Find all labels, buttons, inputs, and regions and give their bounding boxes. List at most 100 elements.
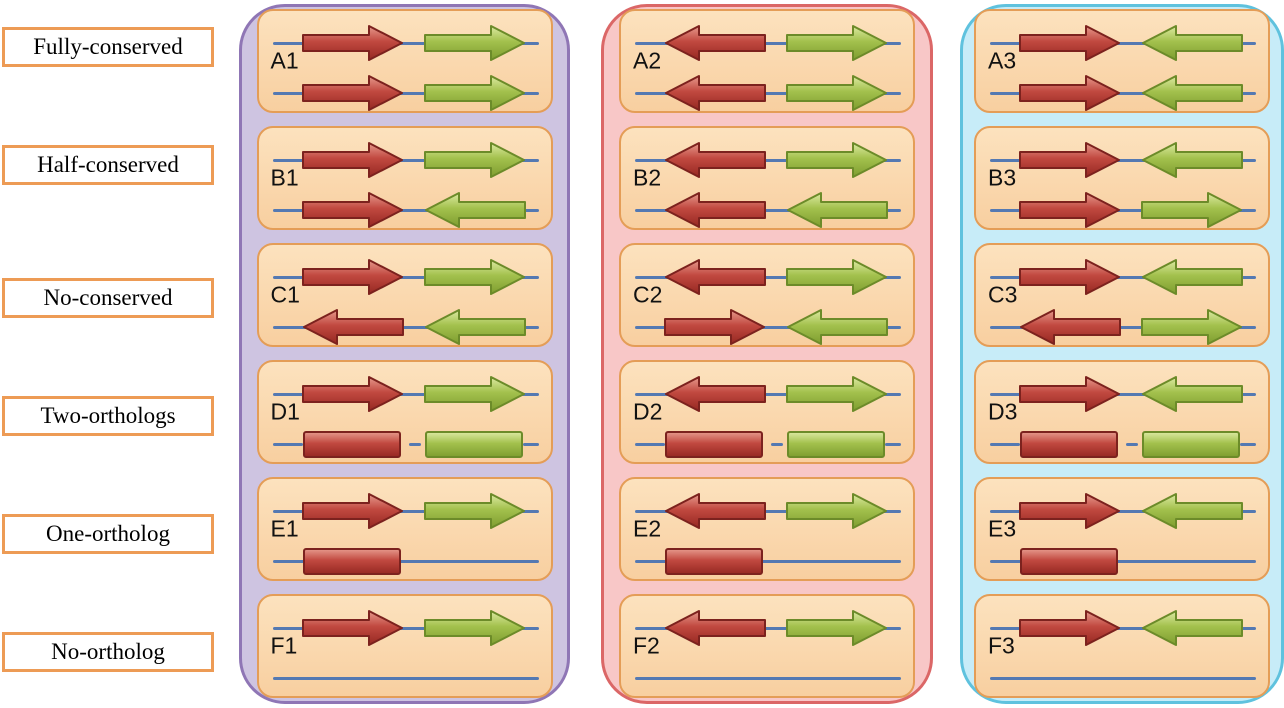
red-arrow-right-icon: [1019, 142, 1120, 178]
genome-row: [272, 190, 539, 230]
genome-row: [272, 608, 539, 648]
red-gene-box-icon: [302, 548, 401, 575]
gene-slot: [1140, 23, 1244, 63]
green-arrow-left-icon: [1142, 493, 1243, 529]
genome-row: [990, 190, 1256, 230]
gene-slot: [663, 608, 767, 648]
red-arrow-left-icon: [665, 493, 766, 529]
cell-B2: B2: [619, 126, 915, 230]
green-arrow-left-icon: [1142, 610, 1243, 646]
cell-A1: A1: [256, 9, 553, 113]
genome-line-segment: [1240, 443, 1256, 446]
cell-D1: D1: [256, 360, 553, 464]
red-gene-box-icon: [665, 548, 763, 575]
gene-slot: [1140, 374, 1244, 414]
genome-row: [635, 190, 901, 230]
green-gene-box-icon: [424, 431, 523, 458]
gene-slot: [1018, 140, 1122, 180]
cell-label: B1: [270, 164, 299, 191]
gene-slot: [1018, 257, 1122, 297]
genome-line-segment: [885, 443, 901, 446]
green-arrow-left-icon: [1142, 259, 1243, 295]
genome-line: [272, 326, 539, 329]
cell-label: D2: [633, 398, 663, 425]
red-arrow-right-icon: [301, 192, 403, 228]
cell-label: B3: [988, 164, 1017, 191]
red-arrow-left-icon: [665, 142, 766, 178]
genome-row: [990, 658, 1256, 698]
cell-F2: F2: [619, 594, 915, 698]
green-arrow-right-icon: [423, 376, 525, 412]
gene-slot: [1140, 73, 1244, 113]
gene-slot: [663, 190, 767, 230]
gene-slot: [1018, 73, 1122, 113]
genome-row: [990, 73, 1256, 113]
cell-label: A3: [988, 47, 1017, 74]
gene-slot: [1018, 424, 1122, 464]
red-arrow-right-icon: [1019, 259, 1120, 295]
red-arrow-right-icon: [1019, 610, 1120, 646]
green-arrow-right-icon: [786, 259, 887, 295]
gene-slot: [785, 608, 889, 648]
genome-row: [272, 658, 539, 698]
genome-line: [272, 209, 539, 212]
gene-slot: [663, 257, 767, 297]
gene-slot: [663, 491, 767, 531]
gene-slot: [301, 307, 405, 347]
row-label-no-conserved: No-conserved: [2, 278, 214, 318]
gene-slot: [785, 491, 889, 531]
gene-slot: [785, 257, 889, 297]
cell-C1: C1: [256, 243, 553, 347]
gene-slot: [423, 73, 527, 113]
red-arrow-left-icon: [665, 259, 766, 295]
cell-label: A2: [633, 47, 662, 74]
gene-slot: [785, 23, 889, 63]
green-arrow-left-icon: [1142, 376, 1243, 412]
genome-line: [272, 92, 539, 95]
genome-row: [990, 257, 1256, 297]
cell-C2: C2: [619, 243, 915, 347]
gene-slot: [423, 608, 527, 648]
gene-slot: [663, 424, 767, 464]
green-arrow-left-icon: [787, 192, 888, 228]
cell-label: C3: [988, 281, 1018, 308]
genome-line: [635, 510, 901, 513]
line-dash: [771, 443, 783, 446]
genome-line: [990, 627, 1256, 630]
green-arrow-left-icon: [1142, 25, 1243, 61]
gene-slot: [785, 307, 889, 347]
gene-slot: [663, 140, 767, 180]
cell-C3: C3: [974, 243, 1270, 347]
genome-line: [635, 276, 901, 279]
green-arrow-left-icon: [424, 192, 526, 228]
gene-slot: [301, 140, 405, 180]
gene-slot: [663, 374, 767, 414]
genome-row: [272, 307, 539, 347]
genome-row: [635, 374, 901, 414]
gene-slot: [301, 608, 405, 648]
green-arrow-right-icon: [423, 75, 525, 111]
genome-row: [990, 608, 1256, 648]
cell-label: C1: [270, 281, 300, 308]
cell-label: F1: [270, 632, 298, 659]
cell-label: E3: [988, 515, 1017, 542]
gene-slot: [301, 491, 405, 531]
genome-row: [990, 307, 1256, 347]
cell-label: D3: [988, 398, 1018, 425]
genome-row: [635, 73, 901, 113]
genome-line-segment: [272, 443, 303, 446]
gene-slot: [1018, 307, 1122, 347]
red-arrow-right-icon: [301, 376, 403, 412]
genome-line: [272, 42, 539, 45]
green-arrow-right-icon: [786, 75, 887, 111]
cell-label: D1: [270, 398, 300, 425]
genome-row: [990, 491, 1256, 531]
gene-slot: [663, 541, 767, 581]
genome-line: [990, 393, 1256, 396]
genome-line: [272, 276, 539, 279]
genome-line-segment: [990, 443, 1020, 446]
genome-line-segment: [522, 443, 539, 446]
genome-line: [990, 92, 1256, 95]
